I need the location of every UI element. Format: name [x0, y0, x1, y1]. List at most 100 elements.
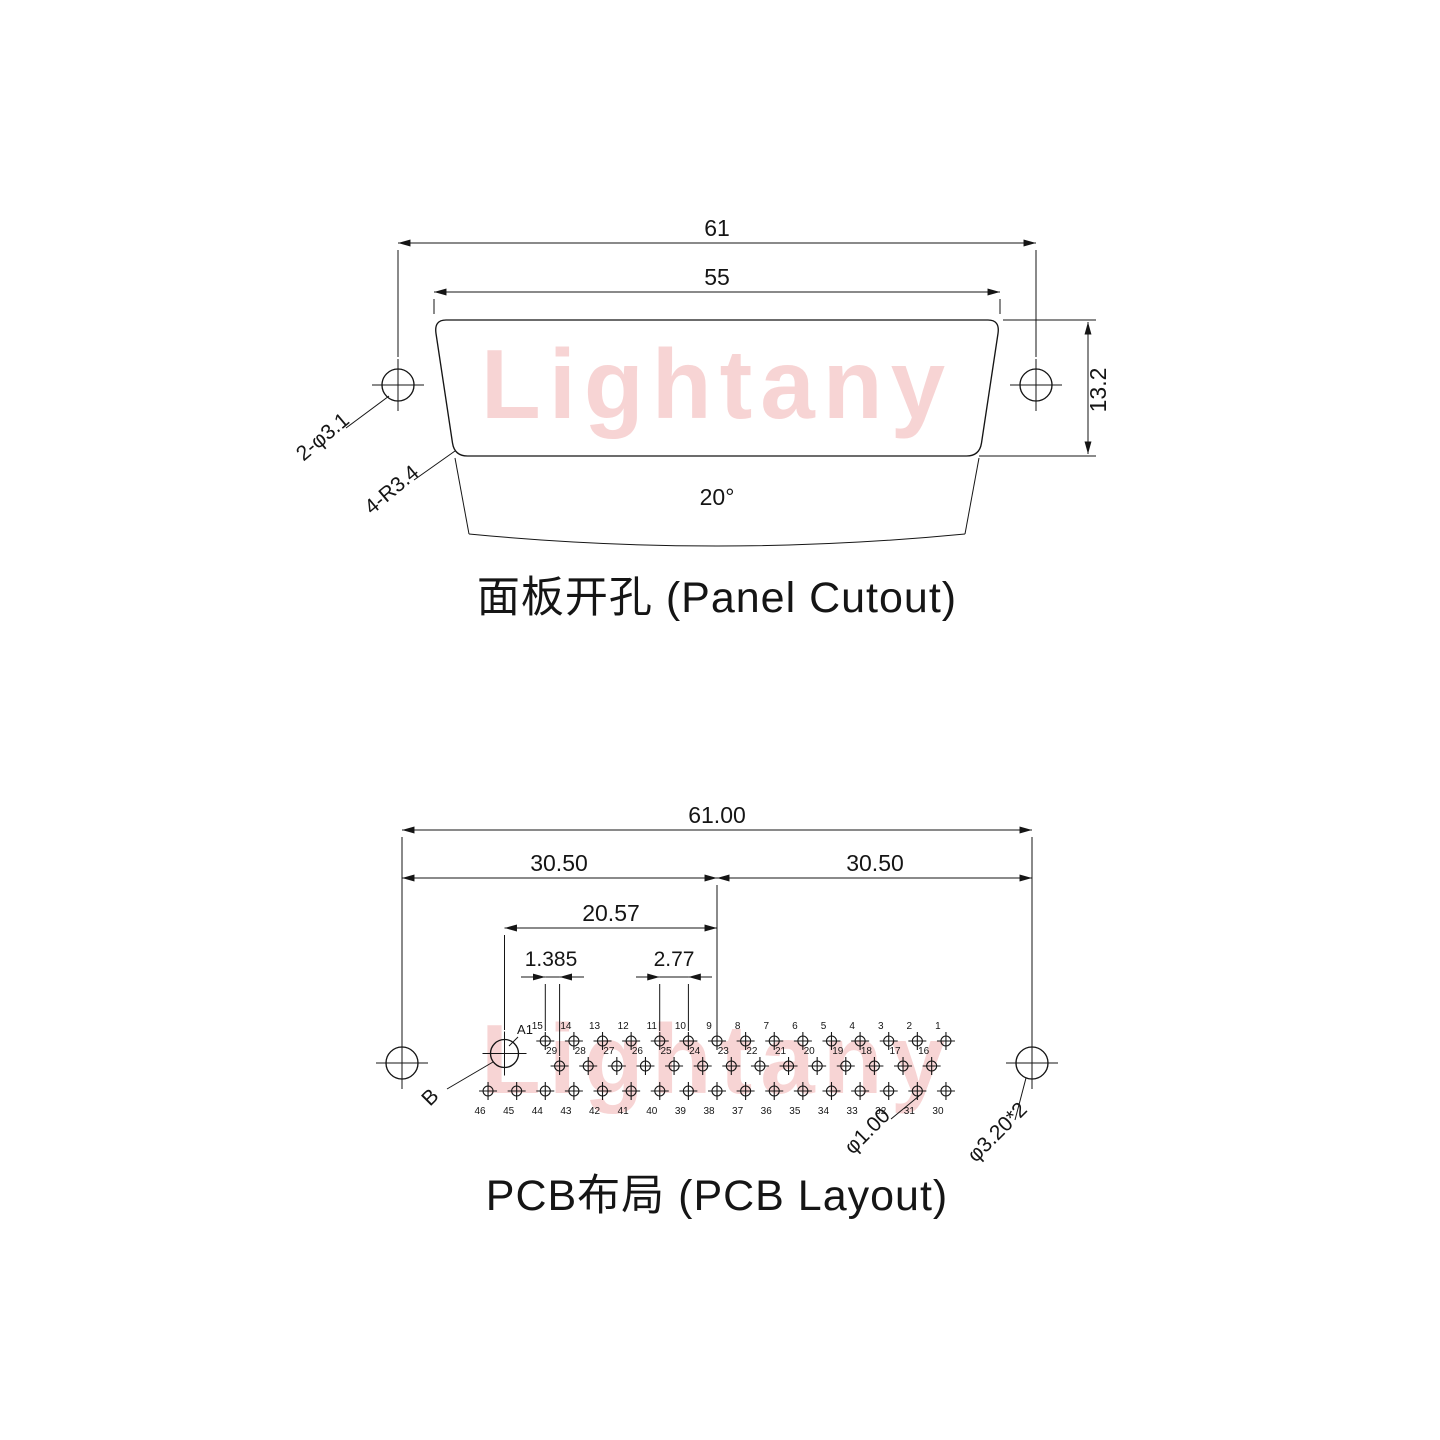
pin-number: 46: [474, 1106, 486, 1117]
pin-31: 31: [904, 1082, 927, 1117]
pin-15: 15: [532, 1021, 555, 1050]
b-callout: B: [417, 1084, 443, 1110]
pin-41: 41: [618, 1082, 641, 1117]
big-pin-a1: A1: [482, 1022, 533, 1076]
watermark-text-bottom: Lightany: [481, 1004, 953, 1114]
leader-line: [508, 1036, 519, 1047]
pin-number: 45: [503, 1106, 515, 1117]
pin-18: 18: [861, 1046, 884, 1075]
pin-number: 10: [675, 1021, 687, 1032]
pin-34: 34: [818, 1082, 841, 1117]
a1-label: A1: [517, 1022, 533, 1037]
dim-right-half-label: 30.50: [846, 850, 904, 876]
dim-a1-center-label: 20.57: [582, 900, 640, 926]
pin-number: 3: [878, 1021, 884, 1032]
dim-height-label: 13.2: [1085, 368, 1111, 413]
pin-number: 41: [618, 1106, 630, 1117]
pin-25: 25: [661, 1046, 684, 1075]
pin-number: 30: [932, 1106, 944, 1117]
pin-8: 8: [735, 1021, 755, 1050]
pin-number: 28: [575, 1046, 587, 1057]
pcb-layout-drawing: 61.00 30.50 30.50 20.57 1.385 2.77: [376, 802, 1058, 1220]
watermark-text-top: Lightany: [481, 329, 953, 439]
pin-number: 29: [546, 1046, 558, 1057]
dim-left-half-label: 30.50: [530, 850, 588, 876]
pin-number: 25: [661, 1046, 673, 1057]
pin-43: 43: [560, 1082, 583, 1117]
pin-number: 44: [532, 1106, 544, 1117]
dim-pitch-label: 2.77: [654, 948, 695, 971]
leader-line: [413, 450, 456, 481]
pin-37: 37: [732, 1082, 755, 1117]
angle-arc: [468, 533, 966, 547]
pin-27: 27: [603, 1046, 626, 1075]
pin-number: 43: [560, 1106, 572, 1117]
leader-line: [345, 395, 390, 429]
pin-35: 35: [789, 1082, 812, 1117]
pin-number: 7: [763, 1021, 769, 1032]
pin-12: 12: [618, 1021, 641, 1050]
pin-number: 27: [603, 1046, 615, 1057]
pin-5: 5: [821, 1021, 841, 1050]
pin-30: 30: [932, 1082, 955, 1117]
pin-1: 1: [935, 1021, 955, 1050]
dim-total-width-label: 61.00: [688, 802, 746, 828]
pin-number: 2: [907, 1021, 913, 1032]
pin-4: 4: [849, 1021, 870, 1050]
pin-40: 40: [646, 1082, 669, 1117]
pin-number: 32: [875, 1106, 887, 1117]
pin-number: 9: [706, 1021, 712, 1032]
pin-26: 26: [632, 1046, 655, 1075]
pin-number: 11: [647, 1021, 658, 1032]
pin-36: 36: [761, 1082, 784, 1117]
pin-number: 15: [532, 1021, 544, 1032]
pin-46: 46: [474, 1082, 498, 1117]
pin-23: 23: [718, 1046, 741, 1075]
pin-number: 34: [818, 1106, 830, 1117]
pin-number: 24: [689, 1046, 701, 1057]
pin-21: 21: [775, 1046, 798, 1075]
mount-hole-callout: 2-φ3.1: [292, 408, 354, 465]
leader-line: [890, 1095, 920, 1120]
pin-number: 8: [735, 1021, 741, 1032]
pin-number: 19: [832, 1046, 844, 1057]
angle-label: 20°: [700, 484, 735, 510]
pin-39: 39: [675, 1082, 698, 1117]
pin-6: 6: [792, 1021, 812, 1050]
pin-number: 37: [732, 1106, 744, 1117]
angle-extension-line: [454, 457, 470, 535]
mount-hole-callout: φ3.20*2: [963, 1098, 1032, 1167]
pin-number: 12: [618, 1021, 630, 1032]
pin-number: 17: [889, 1046, 901, 1057]
pin-11: 11: [647, 1021, 669, 1050]
pin-45: 45: [503, 1082, 526, 1117]
leader-line: [1014, 1077, 1027, 1121]
mount-hole-right: [1010, 359, 1062, 411]
pin-number: 26: [632, 1046, 644, 1057]
angle-extension-line: [964, 457, 980, 535]
pin-number: 42: [589, 1106, 601, 1117]
pin-number: 39: [675, 1106, 687, 1117]
pin-number: 36: [761, 1106, 773, 1117]
pin-13: 13: [589, 1021, 612, 1050]
dim-inner-width-label: 55: [704, 264, 730, 290]
corner-radius-callout: 4-R3.4: [360, 461, 423, 519]
pin-number: 16: [918, 1046, 930, 1057]
pcb-mount-hole-right: [1006, 1037, 1058, 1089]
panel-cutout-shape: [435, 319, 999, 457]
pin-number: 33: [847, 1106, 859, 1117]
pin-29: 29: [546, 1046, 569, 1075]
pin-number: 18: [861, 1046, 873, 1057]
pin-3: 3: [878, 1021, 898, 1050]
pin-38: 38: [703, 1082, 726, 1117]
pin-number: 4: [849, 1021, 855, 1032]
dim-outer-width-label: 61: [704, 215, 730, 241]
dim-row-offset-label: 1.385: [525, 948, 578, 971]
pin-33: 33: [847, 1082, 870, 1117]
pin-number: 22: [746, 1046, 758, 1057]
pin-22: 22: [746, 1046, 769, 1075]
pin-44: 44: [532, 1082, 555, 1117]
pin-number: 14: [560, 1021, 572, 1032]
